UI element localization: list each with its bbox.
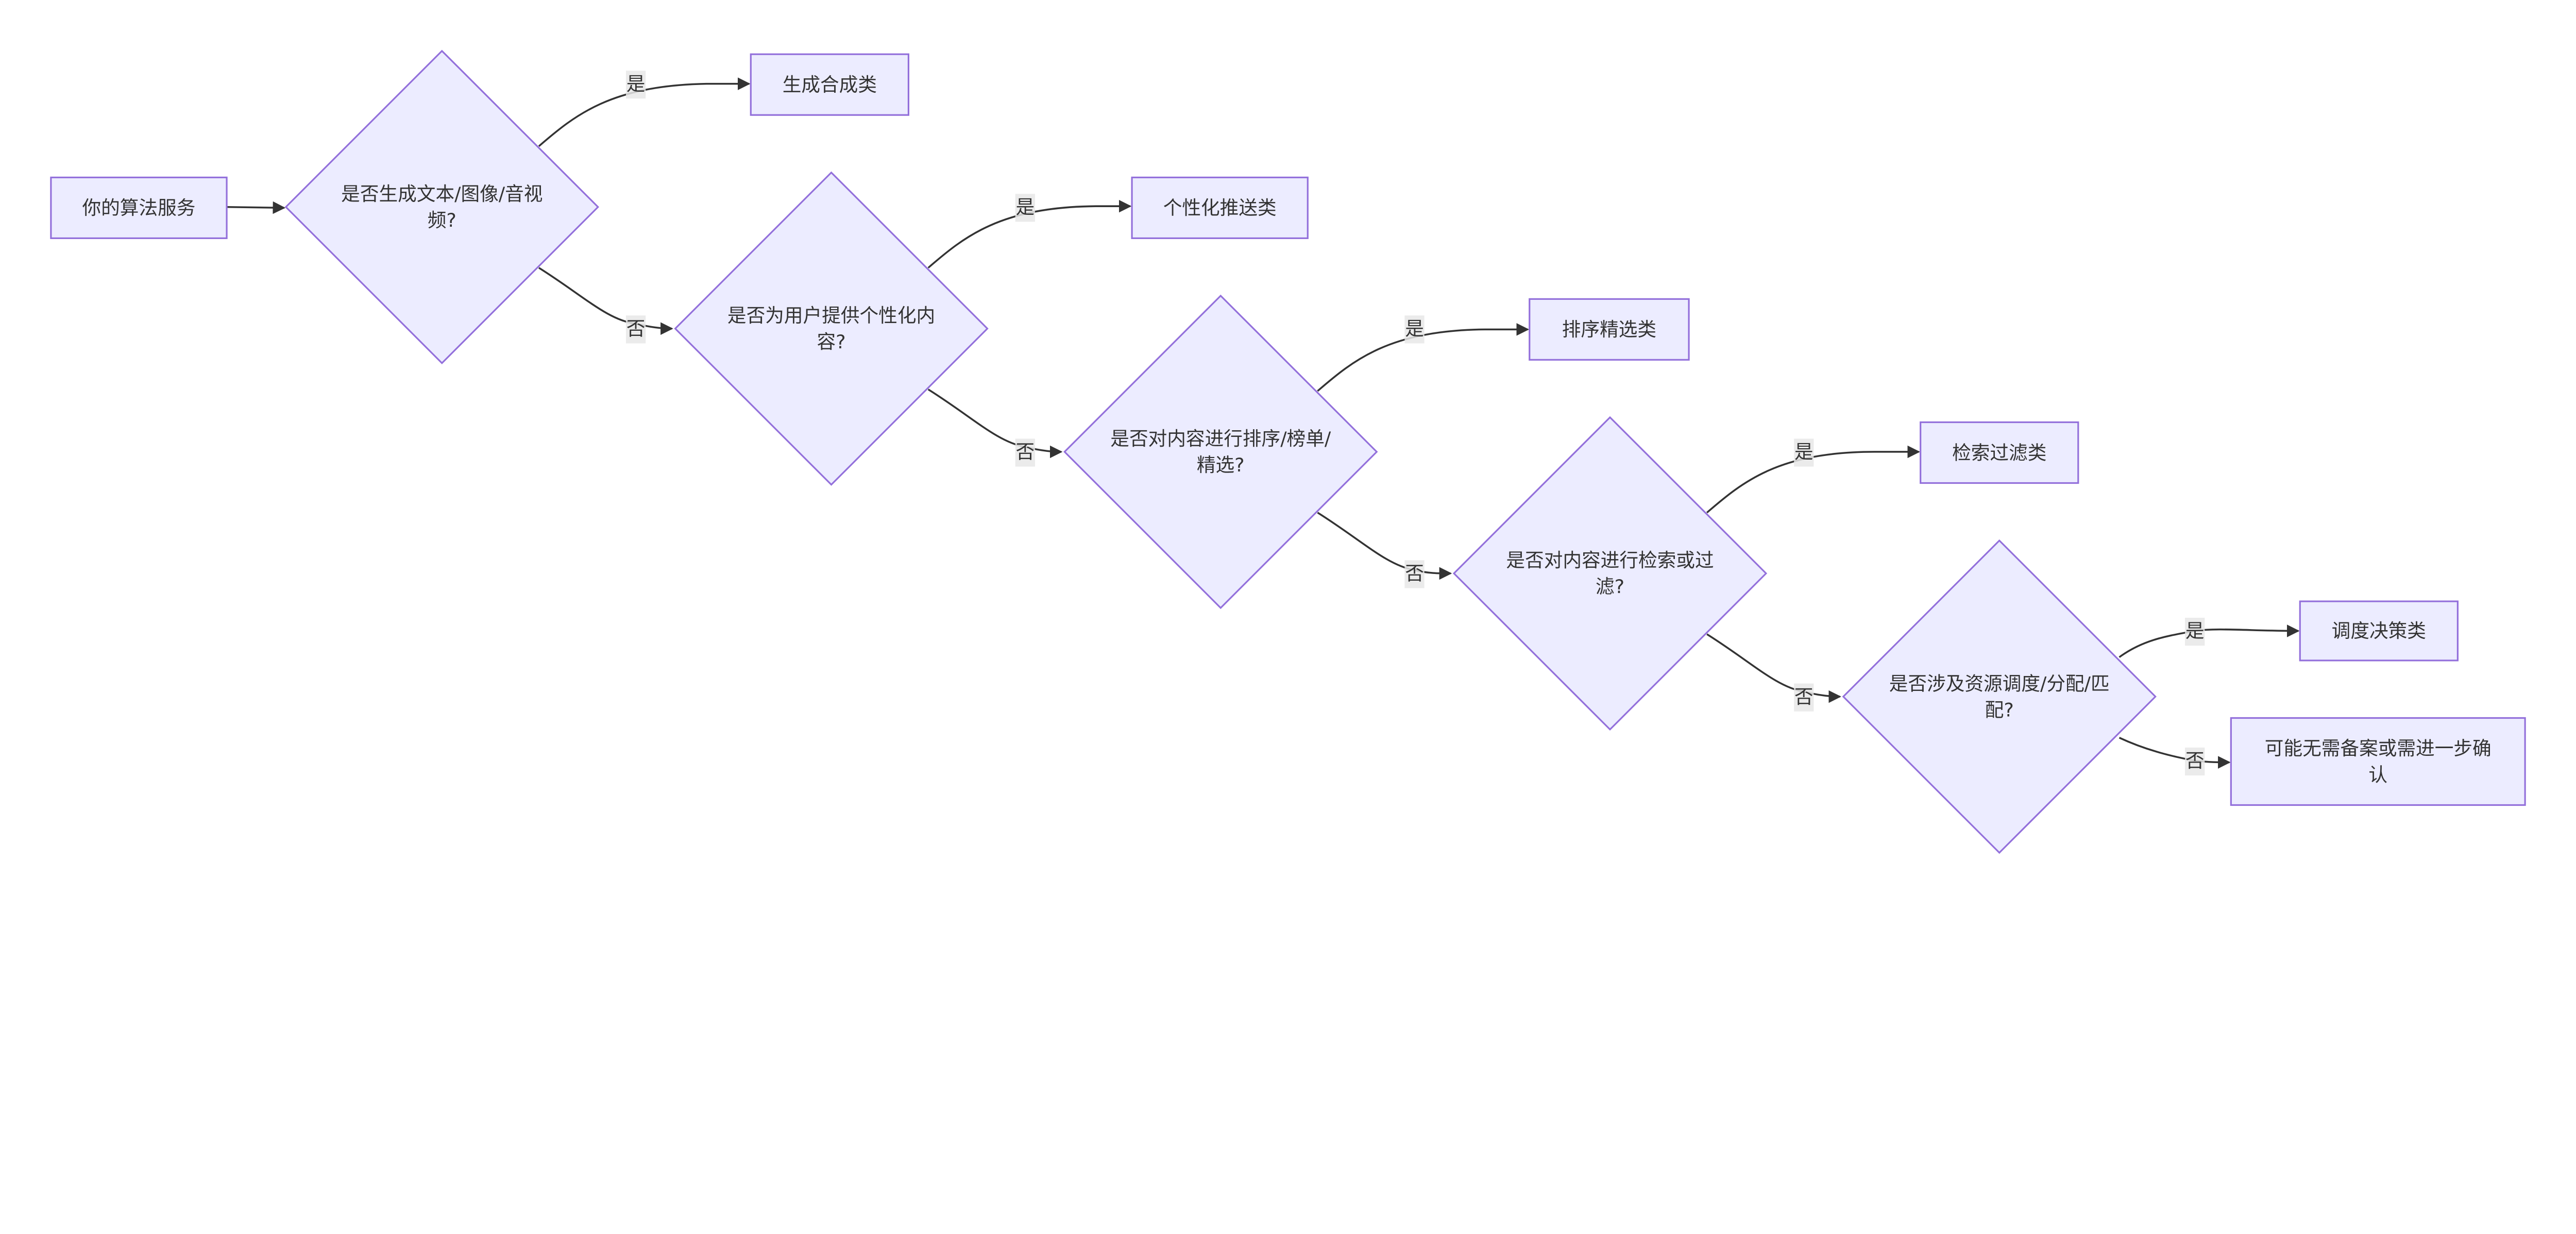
edge-q4-q5 <box>1706 633 1841 703</box>
edge-label-background <box>1404 560 1425 588</box>
edge-label-text: 是 <box>1015 196 1035 218</box>
rect-shape <box>50 176 228 239</box>
rect-shape <box>750 53 909 116</box>
edge-label-background <box>1794 683 1814 712</box>
diamond-shape <box>1063 294 1378 610</box>
edge-label-text: 否 <box>1794 686 1814 708</box>
node-label: 可能无需备案或需进一步确 <box>2265 737 2492 759</box>
edge-label-text: 是 <box>1405 318 1424 340</box>
edge-q1-q2 <box>538 267 673 335</box>
edge-label-background <box>1794 438 1814 467</box>
node-label: 你的算法服务 <box>82 197 196 219</box>
edge-label-background <box>625 71 646 99</box>
edge-label-background <box>1015 194 1035 222</box>
node-label: 是否涉及资源调度/分配/匹 <box>1889 672 2110 695</box>
edge-label: 是 <box>1794 438 1814 467</box>
edge-label: 否 <box>1404 560 1425 588</box>
decision-node-q3: 是否对内容进行排序/榜单/精选? <box>1063 294 1378 610</box>
edges-layer <box>227 77 2300 769</box>
node-label: 容? <box>817 331 845 353</box>
edge-label-text: 是 <box>1794 441 1814 463</box>
edge-q5-r6 <box>2119 737 2231 769</box>
node-label: 滤? <box>1596 576 1624 598</box>
process-node-r5: 调度决策类 <box>2299 600 2459 662</box>
edge-label: 是 <box>1015 194 1035 222</box>
rect-shape <box>1920 421 2079 484</box>
edge-q1-r1 <box>538 77 751 147</box>
node-label: 是否为用户提供个性化内 <box>727 305 935 327</box>
edge-label: 否 <box>625 315 646 344</box>
node-label: 个性化推送类 <box>1163 197 1277 219</box>
diamond-shape <box>1842 539 2157 854</box>
edge-label-background <box>625 315 646 344</box>
node-label: 是否对内容进行检索或过 <box>1506 549 1714 571</box>
edge-q4-r4 <box>1706 445 1920 514</box>
rect-shape <box>1529 298 1690 361</box>
edge-label: 是 <box>2185 617 2205 646</box>
edge-label: 是 <box>625 71 646 99</box>
rect-shape <box>2299 600 2459 662</box>
process-node-start: 你的算法服务 <box>50 176 228 239</box>
rect-shape <box>1131 176 1309 239</box>
node-label: 是否对内容进行排序/榜单/ <box>1110 428 1331 450</box>
edge-q5-r5 <box>2119 624 2300 658</box>
edge-q2-q3 <box>927 388 1063 459</box>
edge-label: 是 <box>1404 315 1425 344</box>
edge-label-background <box>2185 617 2205 646</box>
node-label: 认 <box>2368 764 2387 786</box>
node-label: 排序精选类 <box>1562 318 1656 341</box>
process-node-r2: 个性化推送类 <box>1131 176 1309 239</box>
decision-node-q1: 是否生成文本/图像/音视频? <box>284 49 599 364</box>
edge-label-text: 是 <box>626 73 646 95</box>
node-label: 是否生成文本/图像/音视 <box>341 183 543 205</box>
edge-label: 否 <box>1794 683 1814 712</box>
node-label: 生成合成类 <box>783 74 877 96</box>
edge-label-text: 否 <box>626 318 646 340</box>
edge-start-q1 <box>227 201 286 214</box>
edge-label-background <box>1015 438 1035 467</box>
edge-label: 否 <box>2185 747 2205 776</box>
diamond-shape <box>674 171 989 486</box>
edge-label-text: 否 <box>2185 750 2205 772</box>
process-node-r4: 检索过滤类 <box>1920 421 2079 484</box>
decision-node-q5: 是否涉及资源调度/分配/匹配? <box>1842 539 2157 854</box>
node-label: 配? <box>1985 699 2014 721</box>
edge-label-text: 是 <box>2185 620 2205 642</box>
process-node-r3: 排序精选类 <box>1529 298 1690 361</box>
edge-q3-r3 <box>1317 323 1530 392</box>
node-label: 精选? <box>1197 454 1245 476</box>
edge-label-background <box>2185 747 2205 776</box>
edge-label-text: 否 <box>1015 441 1035 463</box>
edge-label-text: 否 <box>1405 563 1424 585</box>
edge-q3-q4 <box>1317 512 1452 580</box>
edge-label-background <box>1404 315 1425 344</box>
edge-q2-r2 <box>927 199 1132 269</box>
rect-shape <box>2230 717 2526 806</box>
diamond-shape <box>1452 416 1768 731</box>
process-node-r1: 生成合成类 <box>750 53 909 116</box>
diamond-shape <box>284 49 599 364</box>
node-label: 调度决策类 <box>2332 620 2426 642</box>
edge-label: 否 <box>1015 438 1035 467</box>
node-label: 检索过滤类 <box>1952 442 2046 464</box>
node-label: 频? <box>428 209 456 231</box>
